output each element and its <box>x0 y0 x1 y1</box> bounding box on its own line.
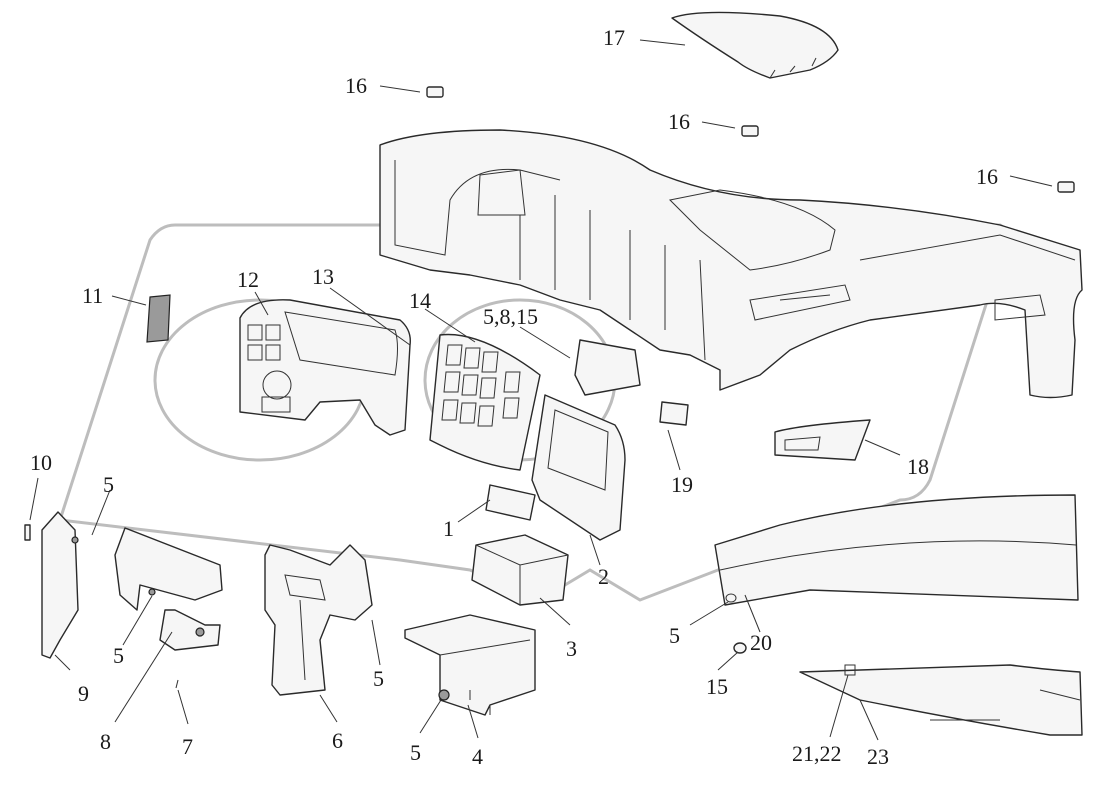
callout-11: 11 <box>82 283 104 308</box>
callout-5-8-15: 5,8,15 <box>483 304 538 329</box>
callout-4: 4 <box>472 744 483 769</box>
callout-6: 6 <box>332 728 343 753</box>
part-12-13-instrument-bezel <box>239 299 411 436</box>
part-19-housing <box>574 339 689 426</box>
callout-5-d: 5 <box>373 666 384 691</box>
part-14-switch-panel <box>429 333 541 471</box>
callout-20: 20 <box>750 630 772 655</box>
part-10-clip <box>24 524 31 541</box>
leader-lines <box>29 39 1053 741</box>
part-5-screws <box>71 536 156 596</box>
callout-21-22: 21,22 <box>792 741 842 766</box>
callout-1: 1 <box>443 516 454 541</box>
part-9-side-panel <box>41 511 79 659</box>
callout-5-b: 5 <box>669 623 680 648</box>
part-8-lower-trim <box>114 527 223 651</box>
callout-23: 23 <box>867 744 889 769</box>
part-15-plug <box>733 642 747 654</box>
part-23-glove-box <box>799 664 1083 736</box>
part-17-top-cover <box>671 11 839 79</box>
callout-12: 12 <box>237 267 259 292</box>
callout-19: 19 <box>671 472 693 497</box>
callout-8: 8 <box>100 729 111 754</box>
callout-17: 17 <box>603 25 625 50</box>
callout-15: 15 <box>706 674 728 699</box>
part-7-screw <box>175 679 179 689</box>
callout-7: 7 <box>182 734 193 759</box>
dashboard-main-body <box>379 129 1083 399</box>
callout-16-c: 16 <box>976 164 998 189</box>
callout-2: 2 <box>598 564 609 589</box>
callout-16-a: 16 <box>345 73 367 98</box>
callout-9: 9 <box>78 681 89 706</box>
part-3-storage-box <box>471 534 569 606</box>
callout-13: 13 <box>312 264 334 289</box>
part-4-lower-console <box>404 614 536 716</box>
part-18-trim <box>774 419 871 461</box>
part-1-plate <box>485 484 536 521</box>
part-6-column-shroud <box>264 544 373 696</box>
part-16-clips <box>426 86 1075 193</box>
callout-16-b: 16 <box>668 109 690 134</box>
callout-14: 14 <box>409 288 431 313</box>
callout-5-e: 5 <box>410 740 421 765</box>
callout-3: 3 <box>566 636 577 661</box>
part-20-lower-panel <box>714 494 1079 606</box>
callout-5-c: 5 <box>113 643 124 668</box>
part-11-vent-grille <box>146 294 171 343</box>
callout-18: 18 <box>907 454 929 479</box>
callout-5-a: 5 <box>103 472 114 497</box>
callout-10: 10 <box>30 450 52 475</box>
part-2-center-frame <box>531 394 626 541</box>
